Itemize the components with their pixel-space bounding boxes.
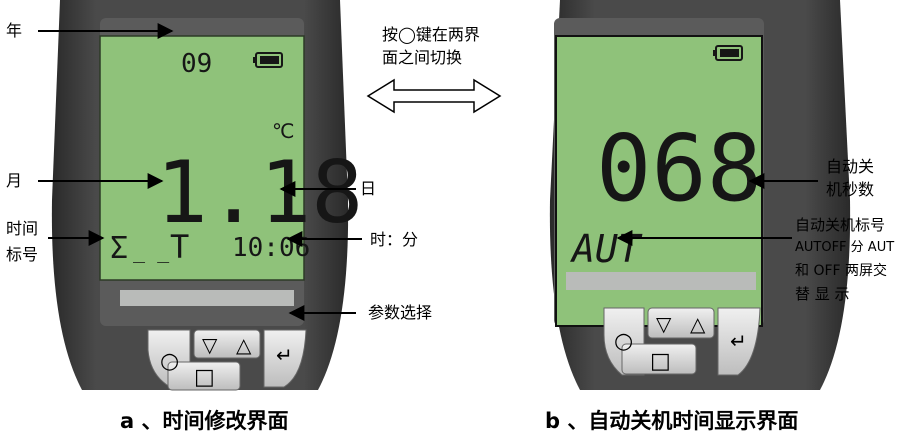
label-seconds-2: 机秒数: [826, 180, 875, 199]
caption-left: a 、时间修改界面: [120, 409, 289, 433]
lcd-time-marker: Σ: [110, 231, 128, 266]
left-up-symbol: △: [236, 333, 252, 357]
lcd-time-marker-dashes: _ _: [133, 239, 170, 263]
label-switch-1: 按◯键在两界: [382, 25, 480, 44]
label-time-marker-2: 标号: [6, 245, 39, 264]
left-device: [51, 0, 349, 391]
label-param-select: 参数选择: [368, 303, 433, 322]
right-square-symbol: □: [650, 349, 671, 374]
left-down-symbol: ▽: [202, 333, 218, 357]
caption-right: b 、自动关机时间显示界面: [545, 409, 799, 433]
right-enter-symbol: ↵: [730, 329, 747, 353]
left-enter-button[interactable]: [263, 329, 307, 388]
left-updown-button[interactable]: [193, 329, 261, 359]
label-autooff-1: 自动关机标号: [795, 216, 886, 234]
left-enter-symbol: ↵: [276, 343, 293, 367]
label-autooff-3: 和 OFF 两屏交: [795, 263, 888, 279]
label-hour-minute: 时：分: [370, 230, 419, 249]
right-enter-button[interactable]: [717, 307, 761, 376]
lcd-aut: AUT: [570, 227, 643, 271]
left-square-symbol: □: [194, 365, 215, 390]
label-time-marker-1: 时间: [6, 219, 39, 238]
lcd-t-symbol: T: [170, 228, 189, 266]
left-square-button[interactable]: [167, 361, 241, 391]
left-lcd-screen: [99, 35, 305, 281]
lcd-month-day: 1.18: [156, 143, 363, 243]
label-switch-2: 面之间切换: [382, 48, 463, 67]
right-battery-icon: [713, 45, 743, 61]
switch-double-arrow: [366, 78, 502, 114]
right-screen-strip: [566, 272, 756, 290]
lcd-year: 09: [181, 49, 212, 79]
label-month: 月: [6, 171, 23, 190]
label-seconds-1: 自动关: [826, 157, 875, 176]
label-year: 年: [6, 21, 23, 40]
right-circle-symbol: ○: [614, 329, 633, 354]
right-up-symbol: △: [690, 312, 706, 336]
lcd-time: 10:06: [232, 233, 310, 263]
lcd-unit: ℃: [272, 119, 294, 143]
label-autooff-2: AUTOFF 分 AUT: [795, 240, 895, 255]
left-battery-icon: [253, 52, 283, 68]
lcd-seconds: 068: [596, 115, 762, 222]
label-autooff-4: 替 显 示: [795, 285, 850, 303]
right-down-symbol: ▽: [656, 312, 672, 336]
annotation-arrows: [38, 23, 818, 321]
right-updown-button[interactable]: [647, 307, 715, 339]
left-circle-symbol: ○: [160, 349, 179, 374]
right-device: [549, 0, 851, 390]
label-day: 日: [360, 179, 377, 198]
right-square-button[interactable]: [621, 343, 697, 375]
left-screen-strip: [120, 290, 294, 306]
